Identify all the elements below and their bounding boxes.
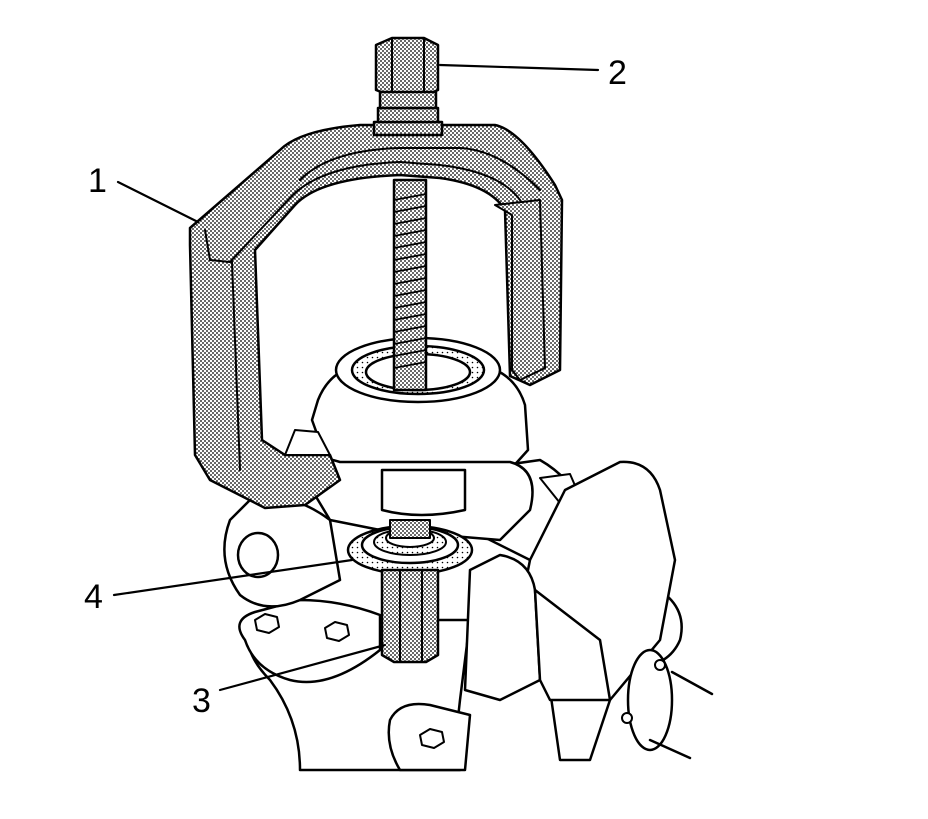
brake-bracket (463, 460, 714, 762)
leader-line-4 (112, 558, 354, 597)
puller-frame (188, 123, 564, 510)
leader-line-1 (116, 180, 200, 224)
flange-bolts (254, 613, 445, 749)
leader-line-2 (438, 63, 600, 72)
leader-line-3 (218, 643, 387, 692)
bearing-receiver (346, 519, 474, 576)
lower-adapter (380, 568, 440, 664)
forcing-screw (372, 36, 444, 392)
callout-3: 3 (192, 682, 211, 720)
callout-4: 4 (84, 578, 103, 616)
leader-lines (112, 63, 600, 692)
callout-labels: 1 2 3 4 (84, 54, 627, 720)
left-arm-eye (236, 531, 280, 579)
callout-2: 2 (608, 54, 627, 92)
callout-1: 1 (88, 162, 107, 200)
